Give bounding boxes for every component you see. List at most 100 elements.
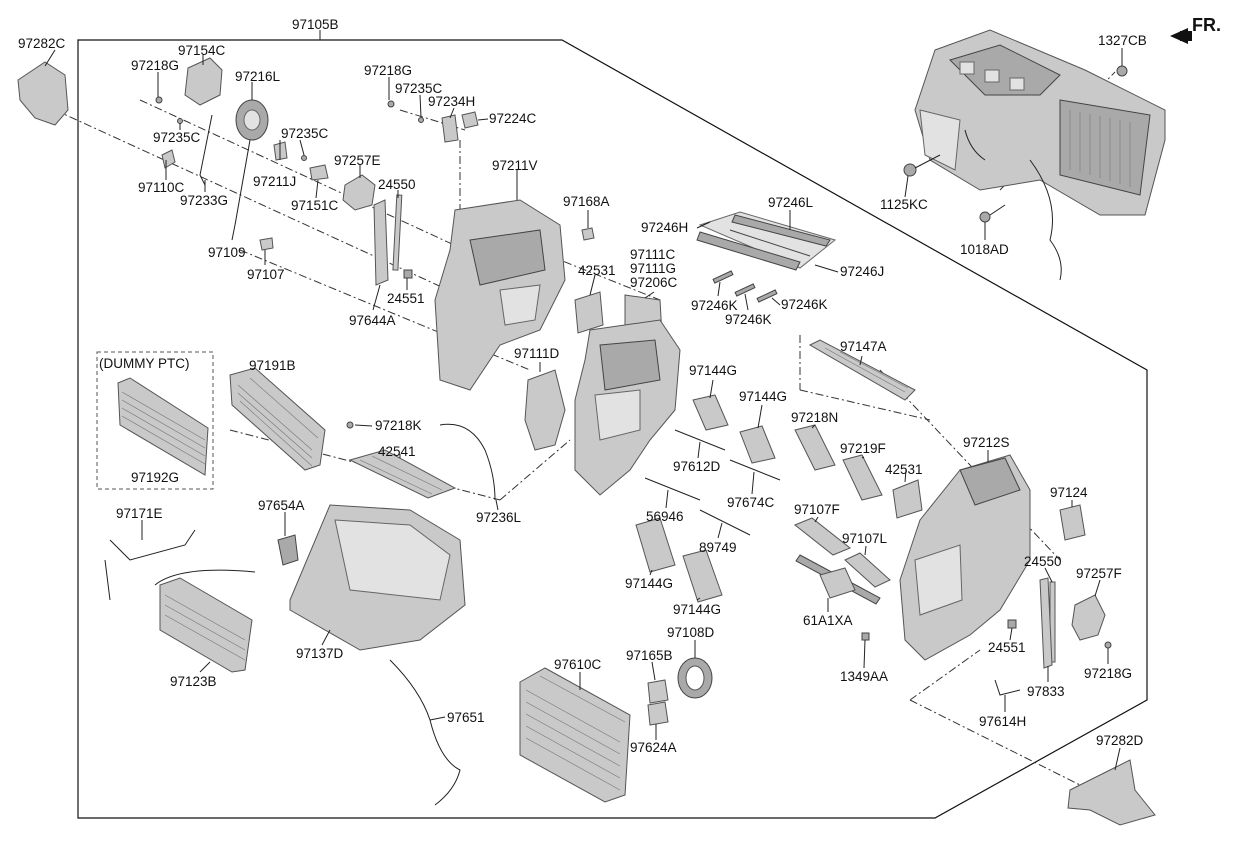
bolt-icon-1125kc	[903, 154, 941, 177]
part-label: 97624A	[630, 740, 677, 755]
part-label: 97612D	[673, 459, 721, 474]
dummy-ptc-label: (DUMMY PTC)	[99, 356, 190, 371]
core-97123b-image	[154, 569, 256, 673]
part-label: 97110C	[138, 180, 185, 195]
actuator-97154c-image	[184, 57, 223, 106]
part-label: 97124	[1050, 485, 1088, 500]
part-shapes	[17, 29, 1166, 826]
part-label: 97644A	[349, 313, 396, 328]
part-label: 97171E	[116, 506, 163, 521]
part-label: 97165B	[626, 648, 673, 663]
part-label: 97107	[247, 267, 285, 282]
part-label: 97282C	[18, 36, 66, 51]
part-label: 1018AD	[960, 242, 1009, 257]
part-label: 42531	[578, 263, 616, 278]
part-label: 56946	[646, 509, 684, 524]
part-label: 97144G	[739, 389, 787, 404]
part-label: 97144G	[689, 363, 737, 378]
leader-lines	[44, 48, 1123, 771]
part-label: 97108D	[667, 625, 715, 640]
duct-97282c-image	[17, 61, 69, 126]
part-label: 97123B	[170, 674, 217, 689]
duct-97282d-image	[1067, 759, 1156, 826]
part-label: 24550	[1024, 554, 1062, 569]
part-label: 97610C	[554, 657, 602, 672]
part-label: 97654A	[258, 498, 305, 513]
part-label: 97111C	[630, 247, 676, 262]
part-label: 61A1XA	[803, 613, 853, 628]
nut-icon	[1116, 65, 1128, 77]
screw-icon-1018ad	[979, 204, 1006, 223]
part-label: 42541	[378, 444, 416, 459]
part-label: 97235C	[153, 130, 201, 145]
part-label: 97235C	[281, 126, 329, 141]
part-label: 97111G	[630, 261, 676, 276]
part-label: 97107L	[842, 531, 888, 546]
part-label: 97168A	[563, 194, 610, 209]
actuator-97257e-image	[342, 174, 376, 211]
part-label: 97674C	[727, 495, 775, 510]
part-label: 89749	[699, 540, 737, 555]
part-label: 97236L	[476, 510, 522, 525]
part-label: 97192G	[131, 470, 179, 485]
heater-97191b-image	[229, 367, 326, 471]
case-97211v-image	[434, 199, 566, 391]
assembly-frame	[77, 30, 1148, 819]
part-label: 1125KC	[880, 197, 928, 212]
part-label: 97218G	[364, 63, 412, 78]
part-label: 97257F	[1076, 566, 1122, 581]
part-label: 97216L	[235, 69, 281, 84]
part-label: 97246K	[725, 312, 772, 327]
part-label: 97651	[447, 710, 485, 725]
filter-frame-97246-image	[696, 211, 837, 271]
part-label: 97147A	[840, 339, 887, 354]
part-label: 97107F	[794, 502, 840, 517]
part-label: 97206C	[630, 275, 678, 290]
part-label: 97224C	[489, 111, 537, 126]
part-label: 1327CB	[1098, 33, 1147, 48]
part-label: 97105B	[292, 17, 339, 32]
part-label: 97282D	[1096, 733, 1144, 748]
part-label: 97211V	[492, 158, 538, 173]
part-label: 97235C	[395, 81, 443, 96]
part-label: 97833	[1027, 684, 1065, 699]
part-label: 97218N	[791, 410, 838, 425]
part-label: 97246H	[641, 220, 688, 235]
part-label: 24551	[387, 291, 425, 306]
part-label: 24550	[378, 177, 416, 192]
part-label: 97218G	[1084, 666, 1132, 681]
part-label: 97211J	[253, 174, 296, 189]
part-label: 97144G	[625, 576, 673, 591]
part-label: 97218K	[375, 418, 422, 433]
part-label: 97109	[208, 245, 246, 260]
part-label: 97144G	[673, 602, 721, 617]
part-labels: 97105B 97282C 97154C 97218G 97216L 97235…	[18, 17, 1147, 755]
hvac-assembly-image	[914, 29, 1166, 281]
evaporator-97610c-image	[519, 667, 631, 803]
part-label: 97246K	[781, 297, 828, 312]
part-label: 97219F	[840, 441, 886, 456]
part-label: 24551	[988, 640, 1026, 655]
part-label: 97191B	[249, 358, 296, 373]
part-label: 97614H	[979, 714, 1026, 729]
part-label: 97154C	[178, 43, 226, 58]
part-label: 97218G	[131, 58, 179, 73]
direction-label: FR.	[1192, 15, 1221, 35]
front-direction-indicator: FR.	[1170, 15, 1221, 44]
part-label: 97257E	[334, 153, 381, 168]
part-label: 97246L	[768, 195, 814, 210]
part-label: 97233G	[180, 193, 228, 208]
dummy-ptc-box	[96, 351, 214, 490]
part-label: 42531	[885, 462, 923, 477]
part-label: 97212S	[963, 435, 1010, 450]
part-label: 97137D	[296, 646, 344, 661]
part-label: 97234H	[428, 94, 475, 109]
part-label: 97151C	[291, 198, 339, 213]
part-label: 1349AA	[840, 669, 888, 684]
part-label: 97111D	[514, 346, 560, 361]
gear-97216l-image	[235, 99, 269, 141]
part-label: 97246J	[840, 264, 884, 279]
part-label: 97246K	[691, 298, 738, 313]
